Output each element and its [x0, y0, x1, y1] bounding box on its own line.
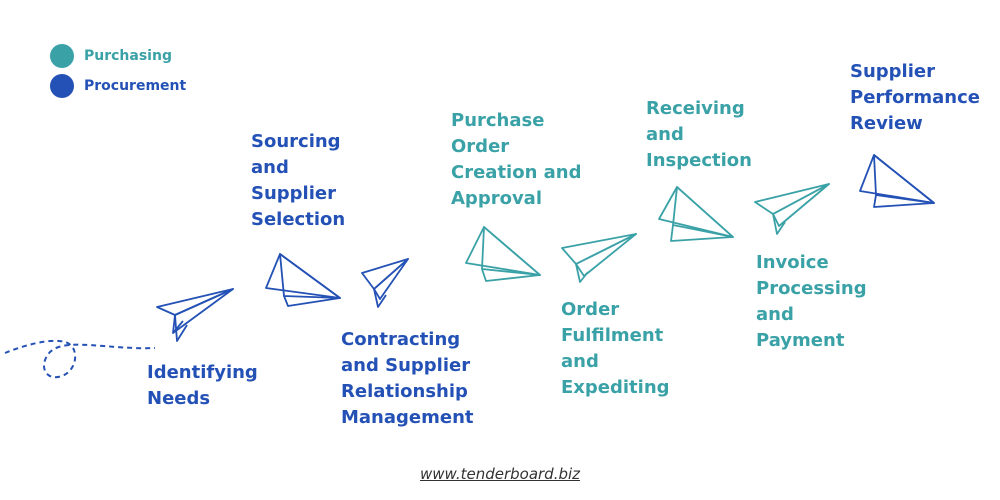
legend-procurement-label: Procurement: [84, 78, 187, 94]
step-label-purchase-order: Purchase Order Creation and Approval: [451, 110, 582, 209]
legend-purchasing: Purchasing: [50, 44, 172, 68]
step-label-invoice: Invoice Processing and Payment: [756, 252, 867, 351]
paper-plane-icon: [560, 232, 640, 292]
paper-plane-icon: [155, 285, 235, 345]
legend-purchasing-label: Purchasing: [84, 48, 172, 64]
step-label-receiving: Receiving and Inspection: [646, 98, 752, 171]
paper-plane-icon: [657, 185, 737, 245]
paper-plane-icon: [753, 182, 833, 242]
step-label-sourcing: Sourcing and Supplier Selection: [251, 131, 346, 230]
paper-plane-icon: [264, 252, 344, 312]
legend-procurement: Procurement: [50, 74, 186, 98]
footer-url[interactable]: www.tenderboard.biz: [419, 465, 581, 483]
step-label-identifying-needs: Identifying Needs: [147, 362, 258, 409]
paper-plane-icon: [464, 225, 544, 285]
step-label-supplier-review: Supplier Performance Review: [850, 61, 980, 134]
procurement-color-dot: [50, 74, 74, 98]
purchasing-color-dot: [50, 44, 74, 68]
dashed-trail-icon: [4, 339, 156, 379]
step-label-contracting: Contracting and Supplier Relationship Ma…: [341, 329, 474, 428]
paper-plane-icon: [858, 153, 938, 213]
step-label-order-fulfilment: Order Fulfilment and Expediting: [561, 299, 670, 398]
paper-plane-icon: [360, 255, 440, 315]
